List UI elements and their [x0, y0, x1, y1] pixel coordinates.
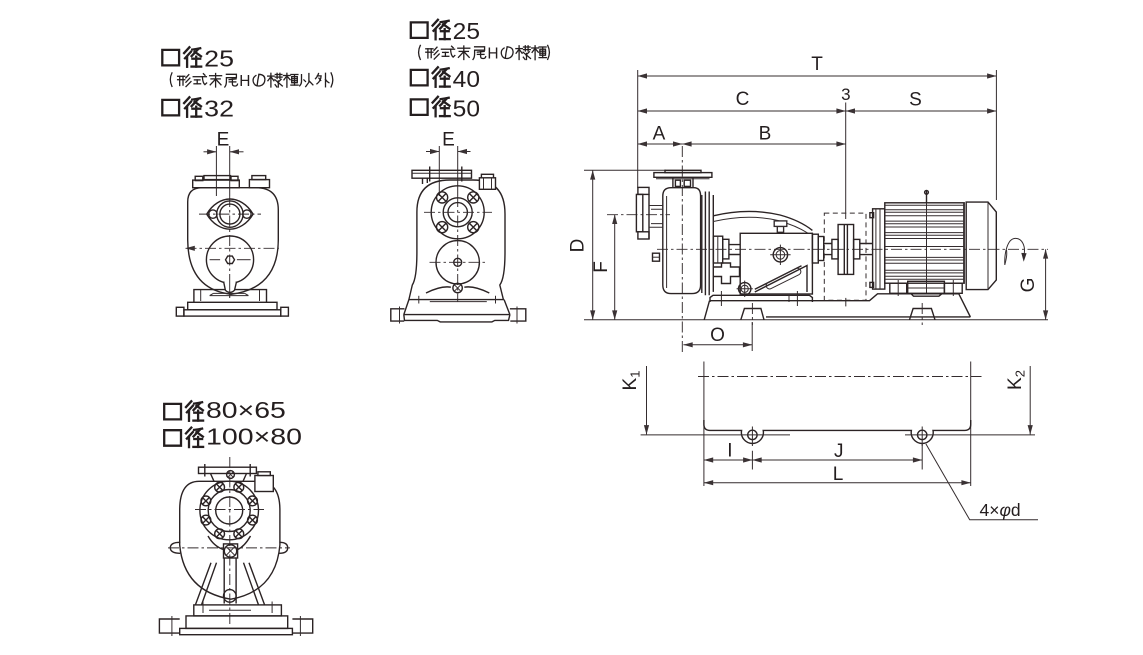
svg-text:L: L — [833, 464, 844, 485]
svg-text:3: 3 — [841, 85, 850, 104]
svg-text:E: E — [217, 130, 230, 151]
svg-text:G: G — [1018, 278, 1039, 293]
svg-text:H: H — [487, 45, 498, 62]
svg-text:50: 50 — [453, 96, 480, 122]
svg-text:S: S — [909, 90, 922, 111]
svg-text:80×65: 80×65 — [206, 397, 286, 423]
svg-text:K2: K2 — [1005, 370, 1028, 390]
svg-text:40: 40 — [453, 66, 480, 92]
svg-text:A: A — [653, 124, 666, 145]
svg-text:25: 25 — [204, 46, 234, 72]
svg-text:E: E — [442, 130, 455, 151]
svg-text:D: D — [568, 239, 589, 253]
svg-text:B: B — [759, 124, 772, 145]
svg-text:25: 25 — [453, 18, 480, 44]
svg-text:100×80: 100×80 — [206, 424, 302, 450]
svg-text:32: 32 — [204, 96, 234, 122]
svg-text:F: F — [591, 261, 612, 273]
svg-text:K1: K1 — [620, 371, 643, 391]
svg-text:C: C — [736, 89, 750, 110]
svg-text:H: H — [239, 73, 250, 90]
svg-text:I: I — [727, 441, 732, 462]
svg-text:4×φd: 4×φd — [980, 500, 1021, 520]
svg-text:T: T — [811, 54, 823, 75]
svg-text:J: J — [834, 441, 844, 462]
svg-text:O: O — [710, 325, 725, 346]
